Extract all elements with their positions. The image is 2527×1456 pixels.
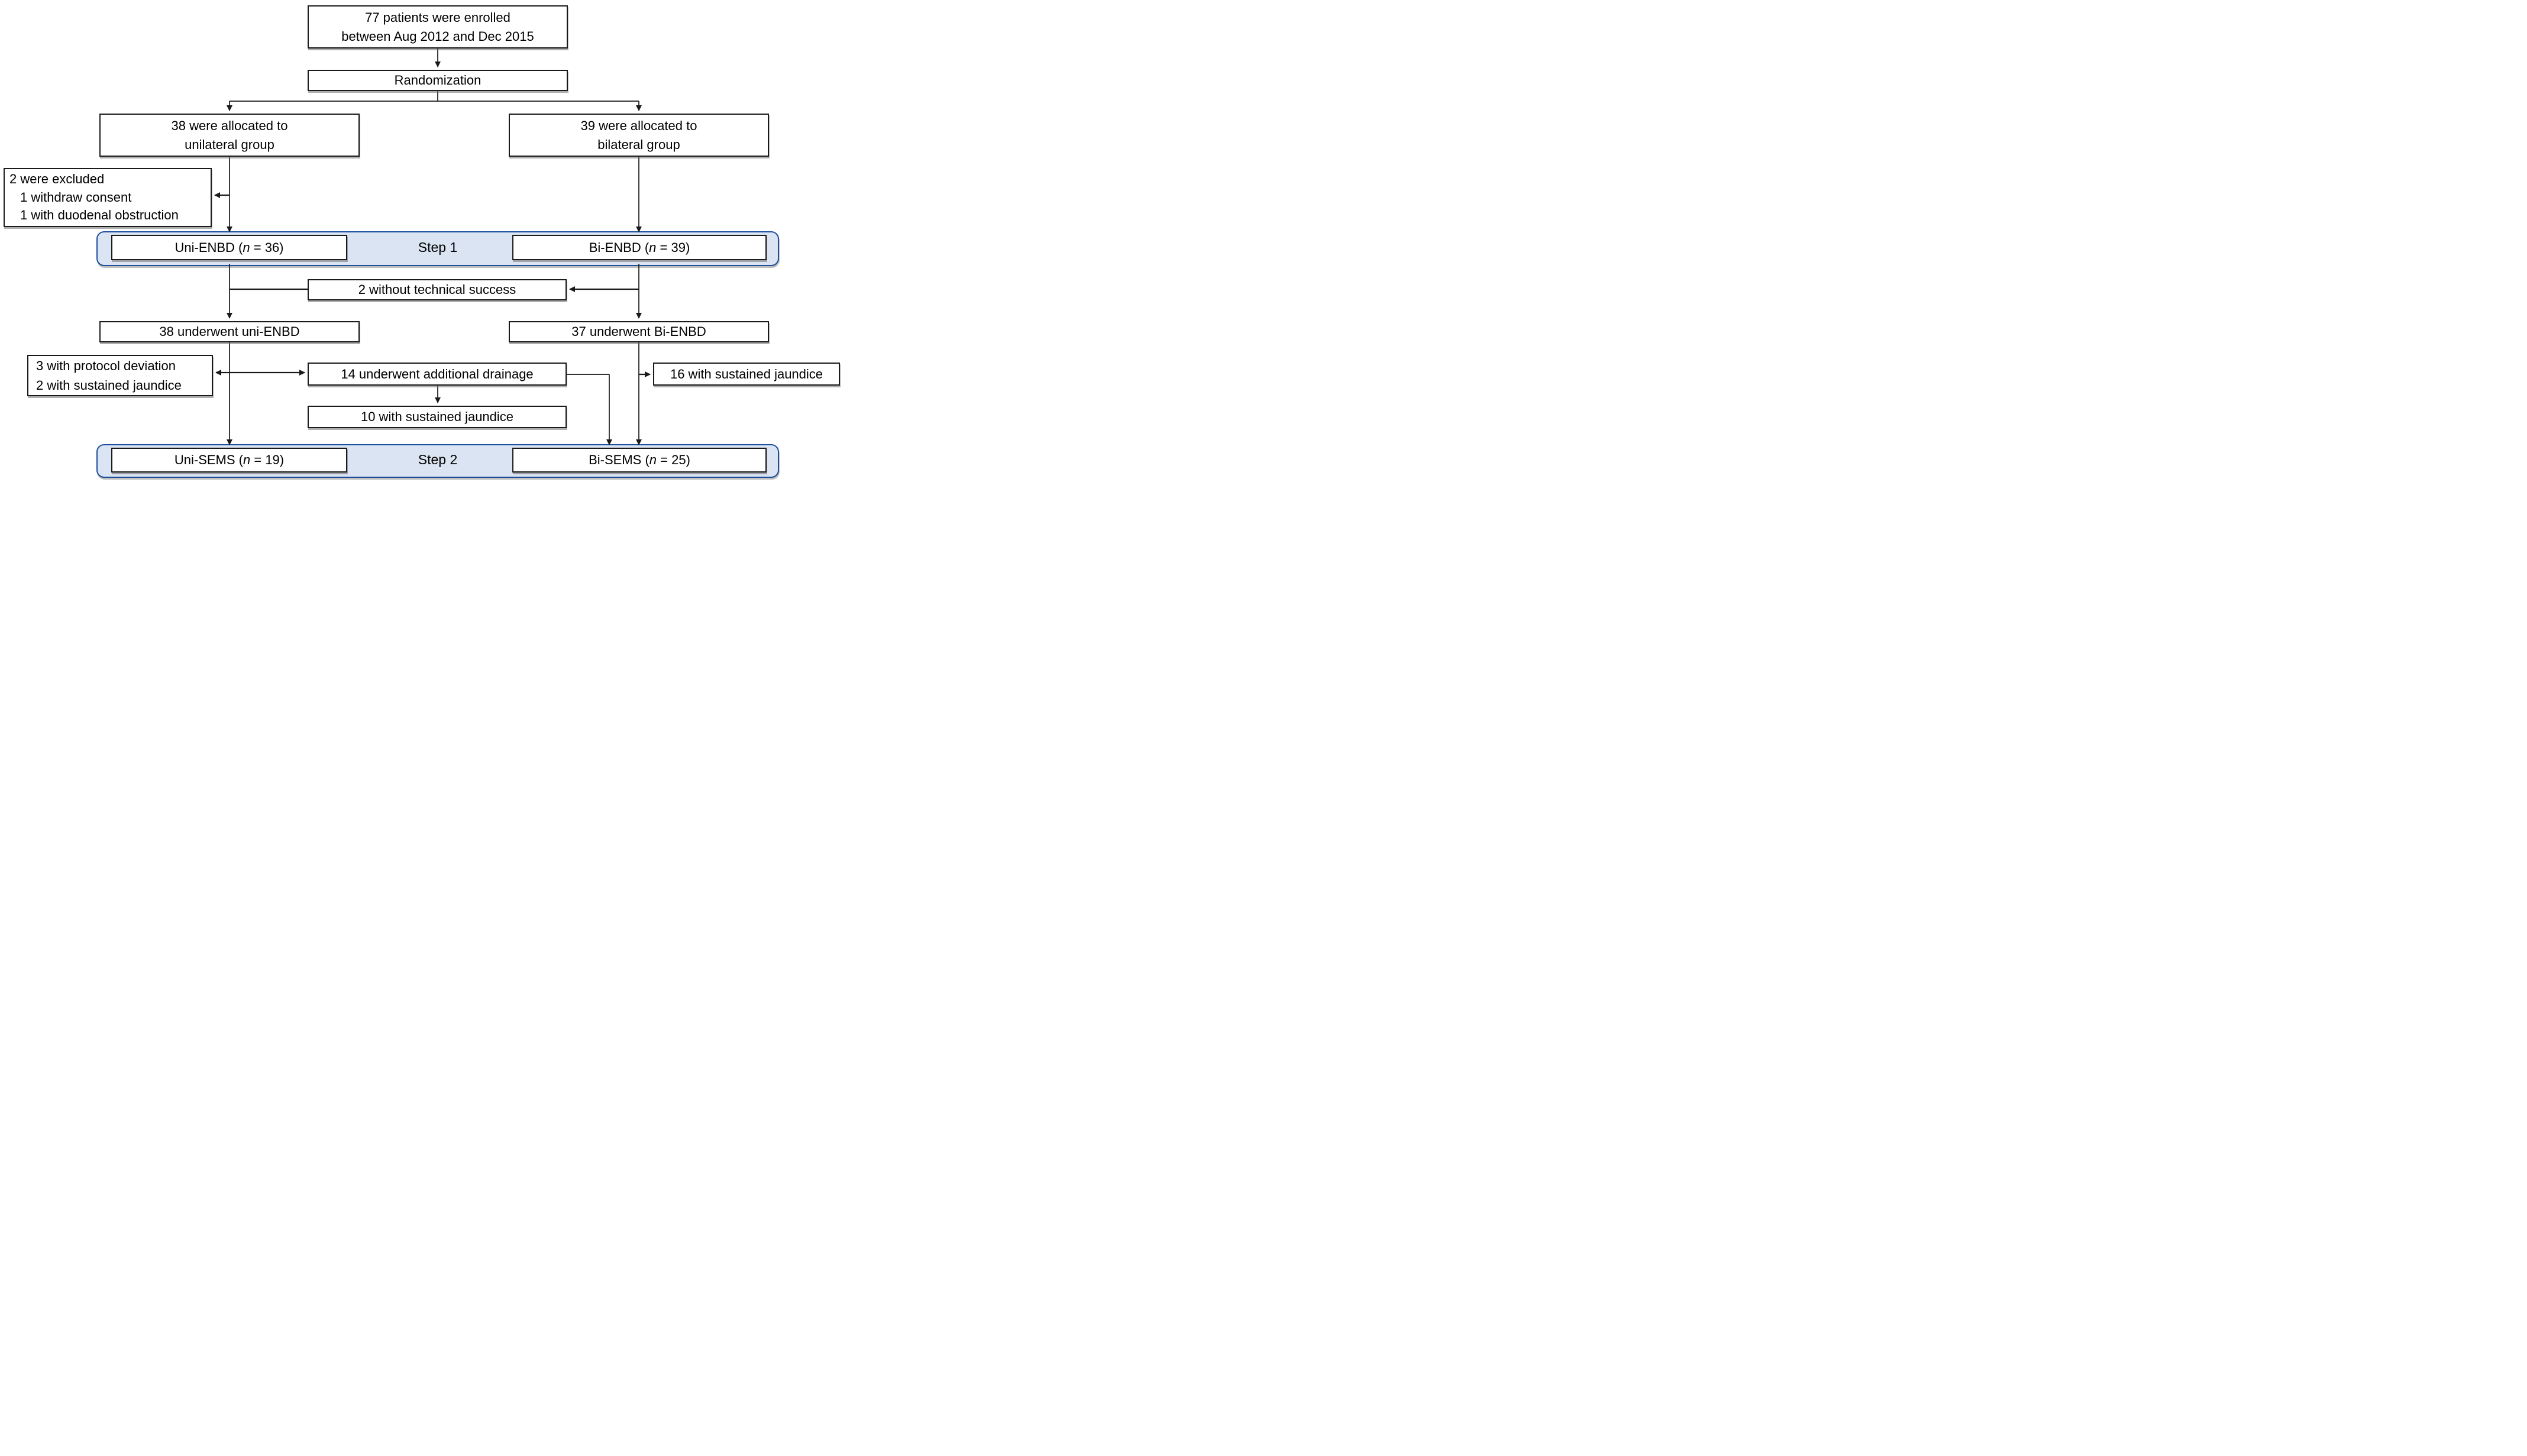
bi-sems-label: Bi-SEMS (n = 25) <box>589 452 690 468</box>
patient-flow-diagram: 77 patients were enrolled between Aug 20… <box>0 0 842 486</box>
uni-sems-box: Uni-SEMS (n = 19) <box>111 448 347 473</box>
excluded-line1: 2 were excluded <box>9 172 105 187</box>
sustained-jaundice-mid-label: 10 with sustained jaundice <box>360 409 514 425</box>
randomization-box: Randomization <box>308 70 568 91</box>
protocol-deviation-box: 3 with protocol deviation 2 with sustain… <box>27 355 213 396</box>
underwent-bi-enbd-box: 37 underwent Bi-ENBD <box>509 321 769 342</box>
excluded-line2: 1 withdraw consent <box>20 189 132 205</box>
allocated-unilateral-line2: unilateral group <box>185 137 274 152</box>
allocated-bilateral-line2: bilateral group <box>597 137 680 152</box>
enrollment-line2: between Aug 2012 and Dec 2015 <box>341 28 534 44</box>
uni-sems-label: Uni-SEMS (n = 19) <box>174 452 285 468</box>
allocated-unilateral-box: 38 were allocated to unilateral group <box>99 114 360 157</box>
randomization-label: Randomization <box>394 73 482 88</box>
no-technical-success-box: 2 without technical success <box>308 279 567 300</box>
underwent-bi-enbd-label: 37 underwent Bi-ENBD <box>571 324 706 339</box>
step1-label: Step 1 <box>418 240 458 255</box>
no-technical-success-label: 2 without technical success <box>358 282 516 297</box>
allocated-bilateral-box: 39 were allocated to bilateral group <box>509 114 769 157</box>
sustained-jaundice-bi-box: 16 with sustained jaundice <box>653 363 840 386</box>
uni-enbd-label: Uni-ENBD (n = 36) <box>175 240 284 255</box>
protocol-deviation-line2: 2 with sustained jaundice <box>36 378 182 393</box>
bi-enbd-box: Bi-ENBD (n = 39) <box>512 235 767 260</box>
allocated-unilateral-line1: 38 were allocated to <box>171 118 288 134</box>
sustained-jaundice-bi-label: 16 with sustained jaundice <box>670 366 823 381</box>
allocated-bilateral-line1: 39 were allocated to <box>580 118 697 134</box>
excluded-line3: 1 with duodenal obstruction <box>20 208 179 223</box>
underwent-uni-enbd-box: 38 underwent uni-ENBD <box>99 321 360 342</box>
step2-label: Step 2 <box>418 451 458 467</box>
bi-enbd-label: Bi-ENBD (n = 39) <box>589 240 690 255</box>
additional-drainage-box: 14 underwent additional drainage <box>308 363 567 386</box>
excluded-box: 2 were excluded 1 withdraw consent 1 wit… <box>4 168 212 227</box>
bi-sems-box: Bi-SEMS (n = 25) <box>512 448 767 473</box>
additional-drainage-label: 14 underwent additional drainage <box>341 366 534 381</box>
sustained-jaundice-mid-box: 10 with sustained jaundice <box>308 406 567 428</box>
enrollment-line1: 77 patients were enrolled <box>365 10 510 25</box>
enrollment-box: 77 patients were enrolled between Aug 20… <box>308 5 568 48</box>
underwent-uni-enbd-label: 38 underwent uni-ENBD <box>159 324 300 339</box>
protocol-deviation-line1: 3 with protocol deviation <box>36 358 176 373</box>
uni-enbd-box: Uni-ENBD (n = 36) <box>111 235 347 260</box>
